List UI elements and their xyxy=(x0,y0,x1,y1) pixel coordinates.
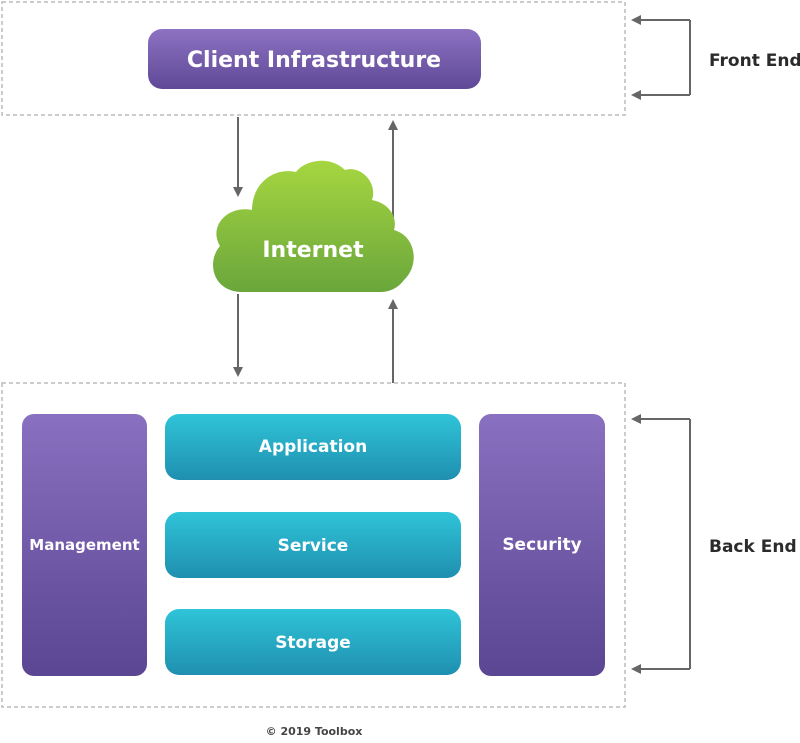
storage-label: Storage xyxy=(275,633,351,653)
client-infrastructure-box: Client Infrastructure xyxy=(148,29,481,89)
application-label: Application xyxy=(259,437,367,457)
security-label: Security xyxy=(502,535,581,555)
backend-bracket xyxy=(631,414,691,674)
client-infrastructure-label: Client Infrastructure xyxy=(187,48,441,73)
frontend-bracket xyxy=(631,15,691,100)
management-label: Management xyxy=(29,536,139,554)
copyright-credit: © 2019 Toolbox xyxy=(266,725,363,738)
backend-side-label: Back End xyxy=(709,537,797,557)
backend-container xyxy=(1,382,626,708)
internet-label: Internet xyxy=(262,238,364,263)
application-layer: Application xyxy=(165,414,461,480)
frontend-container xyxy=(1,1,626,116)
frontend-side-label: Front End xyxy=(709,51,800,71)
service-layer: Service xyxy=(165,512,461,578)
internet-cloud-icon: Internet xyxy=(213,160,414,292)
management-column: Management xyxy=(22,414,147,676)
storage-layer: Storage xyxy=(165,609,461,675)
service-label: Service xyxy=(278,536,349,556)
security-column: Security xyxy=(479,414,605,676)
